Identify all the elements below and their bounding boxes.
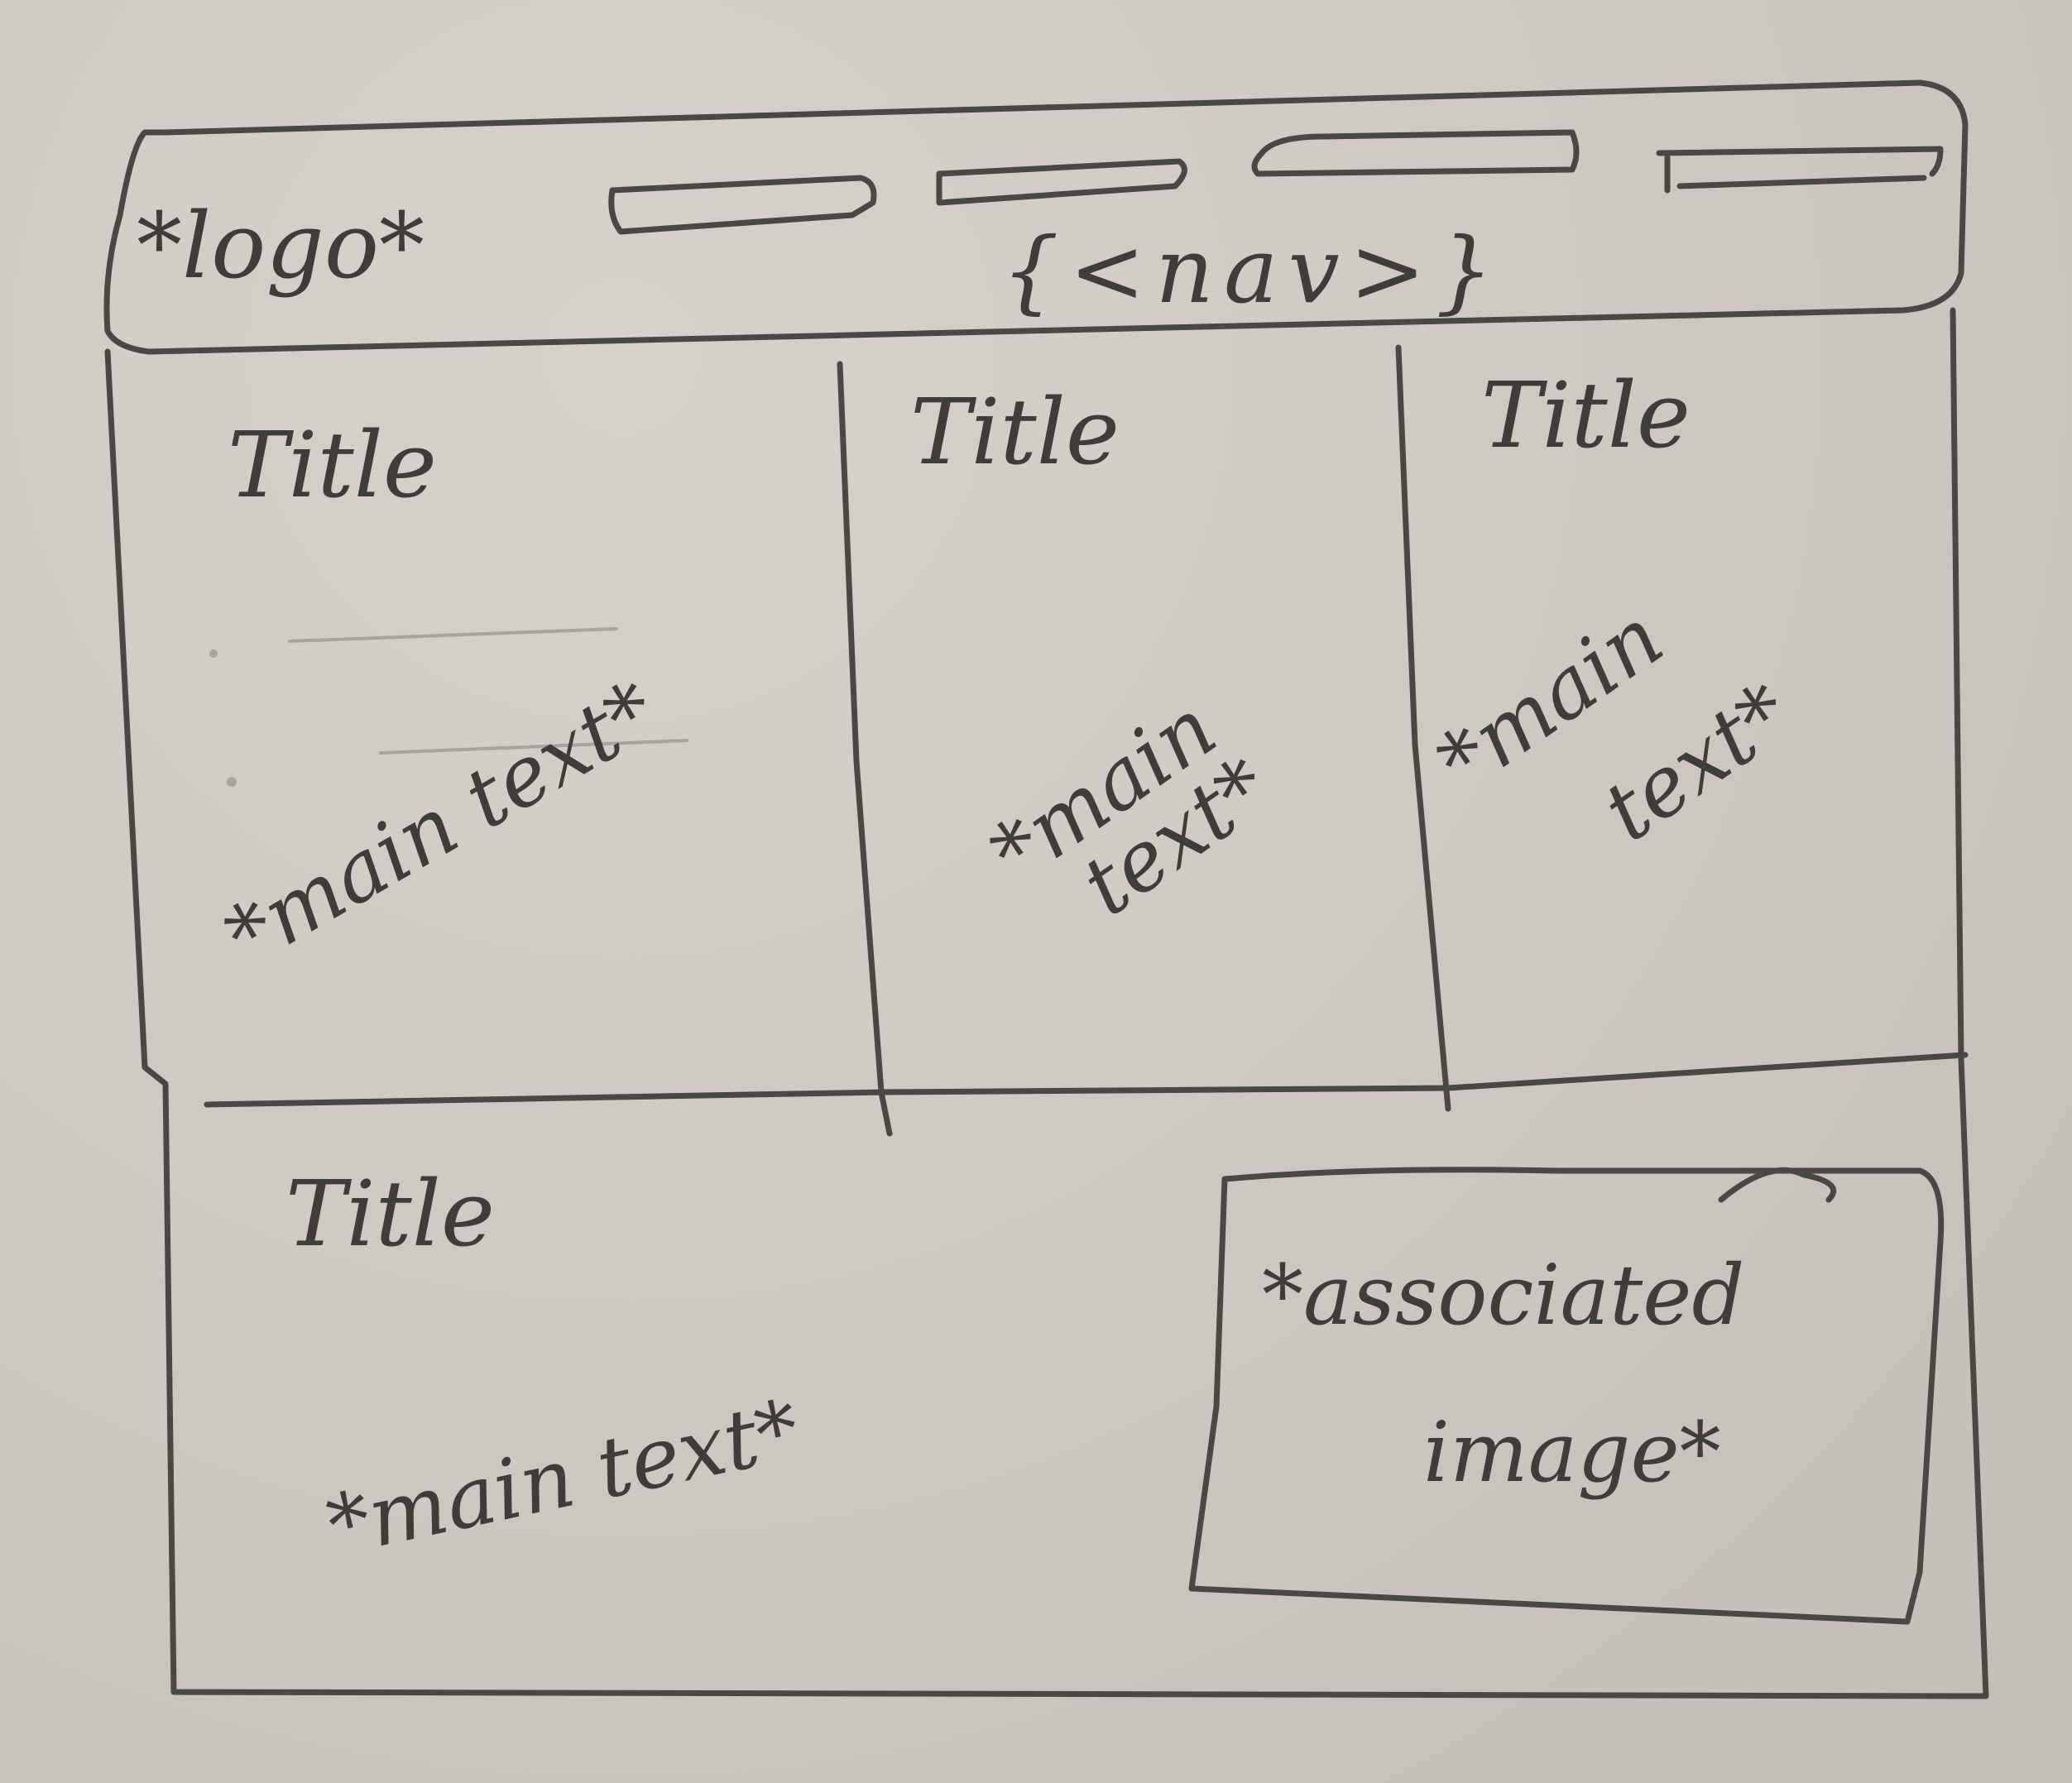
image-placeholder-box — [1188, 1167, 1945, 1625]
guide-dot-1 — [209, 649, 218, 658]
guide-line-1 — [288, 627, 618, 643]
column-divider-2 — [1395, 344, 1451, 1112]
guide-dot-2 — [227, 777, 237, 787]
column-1-title: Title — [228, 412, 437, 518]
column-3-title: Title — [1481, 362, 1691, 468]
image-placeholder-line1: *associated — [1262, 1247, 1744, 1344]
guide-line-2 — [379, 739, 688, 755]
content-frame — [104, 307, 1989, 1699]
bottom-main-text: *main text* — [319, 1381, 808, 1575]
column-2-title: Title — [910, 379, 1120, 485]
image-placeholder-line2: image* — [1423, 1404, 1721, 1501]
nav-item-1[interactable] — [608, 175, 877, 235]
bottom-title: Title — [285, 1161, 495, 1267]
header-box — [103, 79, 1969, 355]
nav-item-2[interactable] — [936, 158, 1187, 206]
column-1-main-text: *main text* — [210, 662, 674, 985]
nav-label: {<nav>} — [1001, 218, 1504, 324]
nav-item-3[interactable] — [1251, 129, 1580, 177]
row-divider — [204, 1052, 1969, 1108]
column-divider-1 — [837, 361, 893, 1137]
logo[interactable]: *logo* — [137, 193, 424, 299]
nav-item-4[interactable] — [1656, 146, 1944, 194]
